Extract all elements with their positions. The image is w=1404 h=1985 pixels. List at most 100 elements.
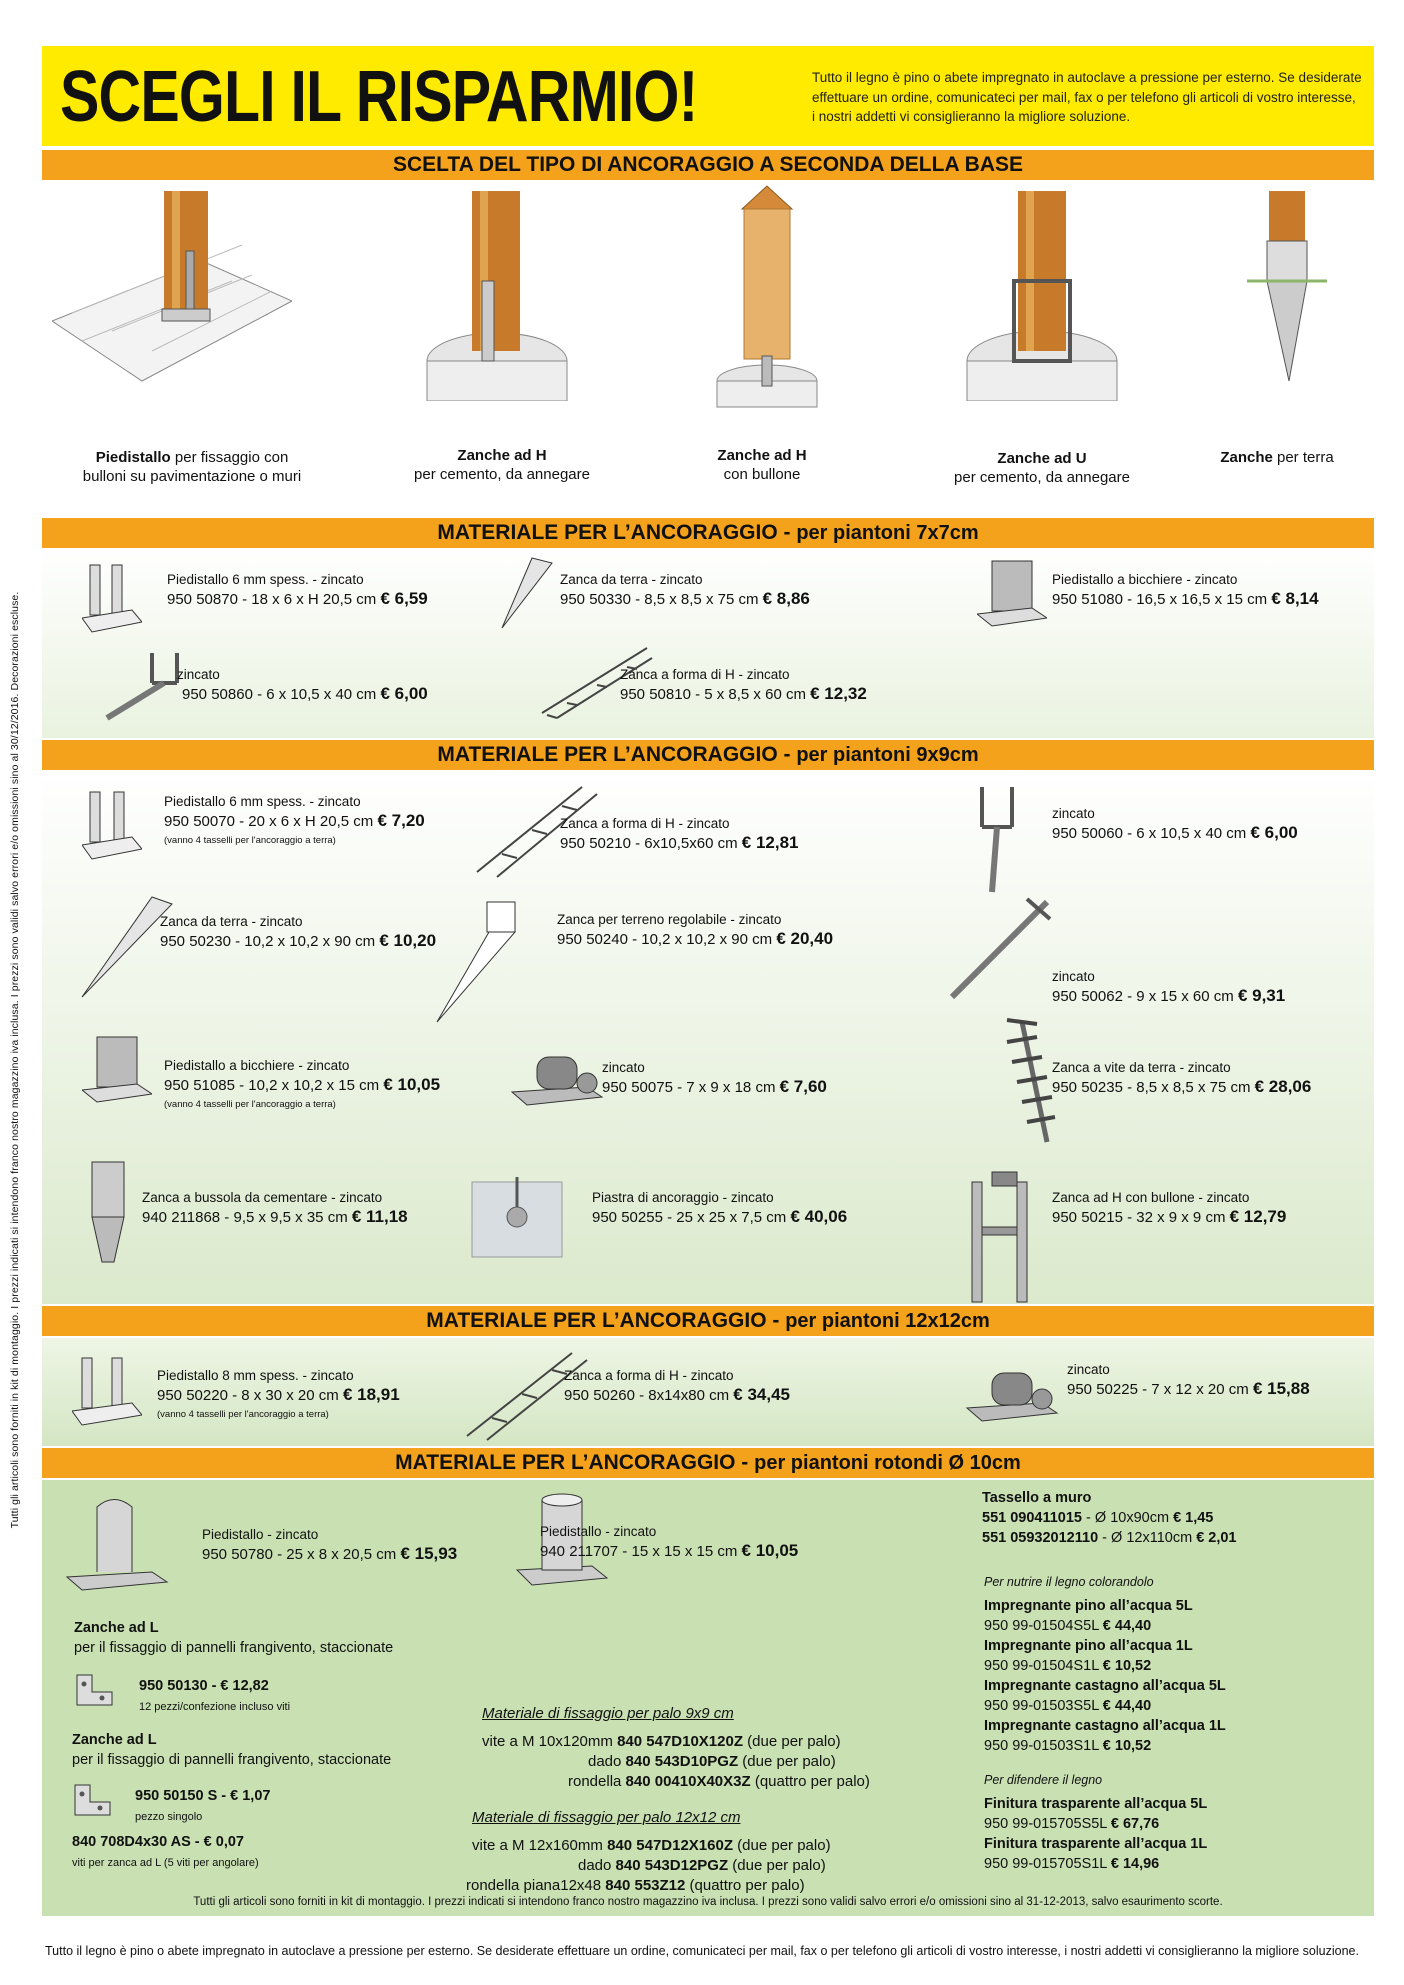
product-code: 950 50060 xyxy=(1052,825,1123,842)
anchor-type-5-rest: per terra xyxy=(1272,449,1334,466)
product-desc: Piastra di ancoraggio - zincato xyxy=(592,1190,774,1205)
tassello-code: 551 05932012110 xyxy=(982,1530,1099,1546)
section-9x9-label: MATERIALE PER L’ANCORAGGIO xyxy=(437,743,778,766)
product-desc: Zanca da terra - zincato xyxy=(560,572,703,587)
product-950-50225: zincato 950 50225 - 7 x 12 x 20 cm € 15,… xyxy=(1067,1360,1310,1399)
adjustable-ground-spike-illustration xyxy=(436,901,517,1023)
product-950-50210: Zanca a forma di H - zincato 950 50210 -… xyxy=(560,814,799,853)
product-dims: - 16,5 x 16,5 x 15 cm xyxy=(1122,591,1272,608)
section-7x7-band: MATERIALE PER L’ANCORAGGIO - per pianton… xyxy=(42,518,1374,548)
product-950-50235: Zanca a vite da terra - zincato 950 5023… xyxy=(1052,1058,1311,1097)
anchor-type-5-name: Zanche xyxy=(1220,449,1273,466)
section-7x7-sep: - xyxy=(777,521,797,544)
product-price: € 11,18 xyxy=(351,1207,408,1226)
fixing-code: 840 00410X40X3Z xyxy=(625,1773,751,1790)
product-dims: - 8 x 30 x 20 cm xyxy=(227,1387,343,1404)
product-note: (vanno 4 tasselli per l'ancoraggio a ter… xyxy=(164,835,336,846)
fixing-code: 840 547D12X160Z xyxy=(607,1837,733,1854)
page-footer: Tutto il legno è pino o abete impregnato… xyxy=(45,1944,1359,1958)
product-desc: Piedistallo 6 mm spess. - zincato xyxy=(164,794,361,809)
product-dims: - 9 x 15 x 60 cm xyxy=(1122,988,1238,1005)
fixing-title: Materiale di fissaggio per palo 9x9 cm xyxy=(482,1705,734,1722)
zanche-l-title: Zanche ad L xyxy=(72,1732,157,1748)
fixing-label: dado xyxy=(578,1857,616,1874)
product-desc: Zanca per terreno regolabile - zincato xyxy=(557,912,782,927)
h-anchor-illustration xyxy=(541,647,653,719)
finiture-block: Per difendere il legno Finitura traspare… xyxy=(984,1770,1207,1874)
product-code: 950 50230 xyxy=(160,933,231,950)
product-950-50220: Piedistallo 8 mm spess. - zincato 950 50… xyxy=(157,1366,400,1424)
fixing-qty: (due per palo) xyxy=(733,1837,831,1854)
product-price: € 8,86 xyxy=(762,589,810,608)
product-price: € 28,06 xyxy=(1254,1077,1312,1096)
tassello-price: € 2,01 xyxy=(1196,1530,1237,1546)
product-code: 950 50070 xyxy=(164,813,235,830)
fixing-label: rondella piana12x48 xyxy=(466,1877,606,1894)
h-anchor-bolt-illustration xyxy=(716,185,818,408)
product-price: € 12,32 xyxy=(810,684,867,703)
fixing-row: rondella piana12x48 840 553Z12 (quattro … xyxy=(466,1876,831,1896)
zanche-l-sub: per il fissaggio di pannelli frangivento… xyxy=(74,1640,394,1656)
section-9x9-size: per piantoni 9x9cm xyxy=(796,744,979,766)
cup-pedestal-illustration xyxy=(82,1036,152,1103)
zanche-l-price: - € 1,07 xyxy=(217,1788,271,1804)
zanche-l-note: pezzo singolo xyxy=(135,1811,203,1823)
anchor-type-4: Zanche ad U per cemento, da annegare xyxy=(937,449,1147,487)
product-desc: zincato xyxy=(602,1060,645,1075)
product-desc: Piedistallo 6 mm spess. - zincato xyxy=(167,572,364,587)
section-12x12-band: MATERIALE PER L’ANCORAGGIO - per pianton… xyxy=(42,1306,1374,1336)
tassello-price: € 1,45 xyxy=(1173,1510,1214,1526)
anchor-type-4-name: Zanche ad U xyxy=(997,450,1087,467)
product-dims: - 10,2 x 10,2 x 90 cm xyxy=(627,931,777,948)
impregnanti-block: Per nutrire il legno colorandolo Impregn… xyxy=(984,1572,1226,1756)
pedestal-illustration xyxy=(82,791,142,860)
product-code: 950 51080 xyxy=(1052,591,1123,608)
product-950-51085: Piedistallo a bicchiere - zincato 950 51… xyxy=(164,1056,440,1114)
tassello-dims: - Ø 12x110cm xyxy=(1098,1530,1197,1546)
product-price: € 10,20 xyxy=(379,931,437,950)
product-code: 950 51085 xyxy=(164,1077,235,1094)
product-dims: - 10,2 x 10,2 x 15 cm xyxy=(234,1077,384,1094)
product-dims: - 7 x 12 x 20 cm xyxy=(1137,1381,1253,1398)
fixing-row: vite a M 12x160mm 840 547D12X160Z (due p… xyxy=(472,1836,831,1856)
product-desc: Piedistallo - zincato xyxy=(540,1524,657,1539)
product-dims: - 8x14x80 cm xyxy=(634,1387,734,1404)
impregnante-name: Impregnante castagno all’acqua 1L xyxy=(984,1718,1226,1734)
fixing-row: dado 840 543D12PGZ (due per palo) xyxy=(472,1856,831,1876)
product-desc: zincato xyxy=(1052,806,1095,821)
l-bracket-icon xyxy=(76,1674,113,1706)
product-code: 950 50215 xyxy=(1052,1209,1123,1226)
impregnante-name: Impregnante pino all’acqua 5L xyxy=(984,1598,1193,1614)
pedestal-illustration xyxy=(82,564,142,633)
product-code: 950 50225 xyxy=(1067,1381,1138,1398)
anchor-type-3-desc: con bullone xyxy=(723,466,801,483)
anchor-type-2: Zanche ad H per cemento, da annegare xyxy=(397,446,607,484)
product-price: € 9,31 xyxy=(1237,986,1286,1005)
impregnanti-intro: Per nutrire il legno colorandolo xyxy=(984,1575,1154,1589)
product-dims: - 25 x 8 x 20,5 cm xyxy=(272,1546,401,1563)
impregnante-code: 950 99-01503S5L xyxy=(984,1698,1103,1714)
product-950-50062: zincato 950 50062 - 9 x 15 x 60 cm € 9,3… xyxy=(1052,967,1285,1006)
product-dims: - 6x10,5x60 cm xyxy=(630,835,742,852)
section-round-band: MATERIALE PER L’ANCORAGGIO - per pianton… xyxy=(42,1448,1374,1478)
concrete-sleeve-illustration xyxy=(91,1161,125,1263)
product-desc: Zanca da terra - zincato xyxy=(160,914,303,929)
pedestal-on-wall-illustration xyxy=(52,191,292,382)
product-price: € 6,00 xyxy=(380,684,428,703)
screw-anchor-illustration xyxy=(1006,1018,1056,1143)
product-dims: - 6 x 10,5 x 40 cm xyxy=(252,686,381,703)
anchor-type-1-name: Piedistallo xyxy=(95,449,171,466)
section-footer: Tutti gli articoli sono forniti in kit d… xyxy=(193,1896,1223,1908)
anchor-types-title: SCELTA DEL TIPO DI ANCORAGGIO A SECONDA … xyxy=(392,153,1024,176)
product-950-50870: Piedistallo 6 mm spess. - zincato 950 50… xyxy=(167,570,428,609)
finitura-code: 950 99-015705S5L xyxy=(984,1816,1111,1832)
u-anchor-concrete-illustration xyxy=(966,191,1118,401)
product-950-50255: Piastra di ancoraggio - zincato 950 5025… xyxy=(592,1188,847,1227)
h-anchor-concrete-illustration xyxy=(426,191,568,401)
bracket-anchor-illustration xyxy=(510,1056,604,1106)
anchor-type-3-name: Zanche ad H xyxy=(717,447,807,464)
product-price: € 15,88 xyxy=(1252,1379,1310,1398)
section-round-size: per piantoni rotondi Ø 10cm xyxy=(754,1452,1021,1474)
round-pedestal-illustration xyxy=(65,1499,169,1591)
product-price: € 7,60 xyxy=(779,1077,827,1096)
